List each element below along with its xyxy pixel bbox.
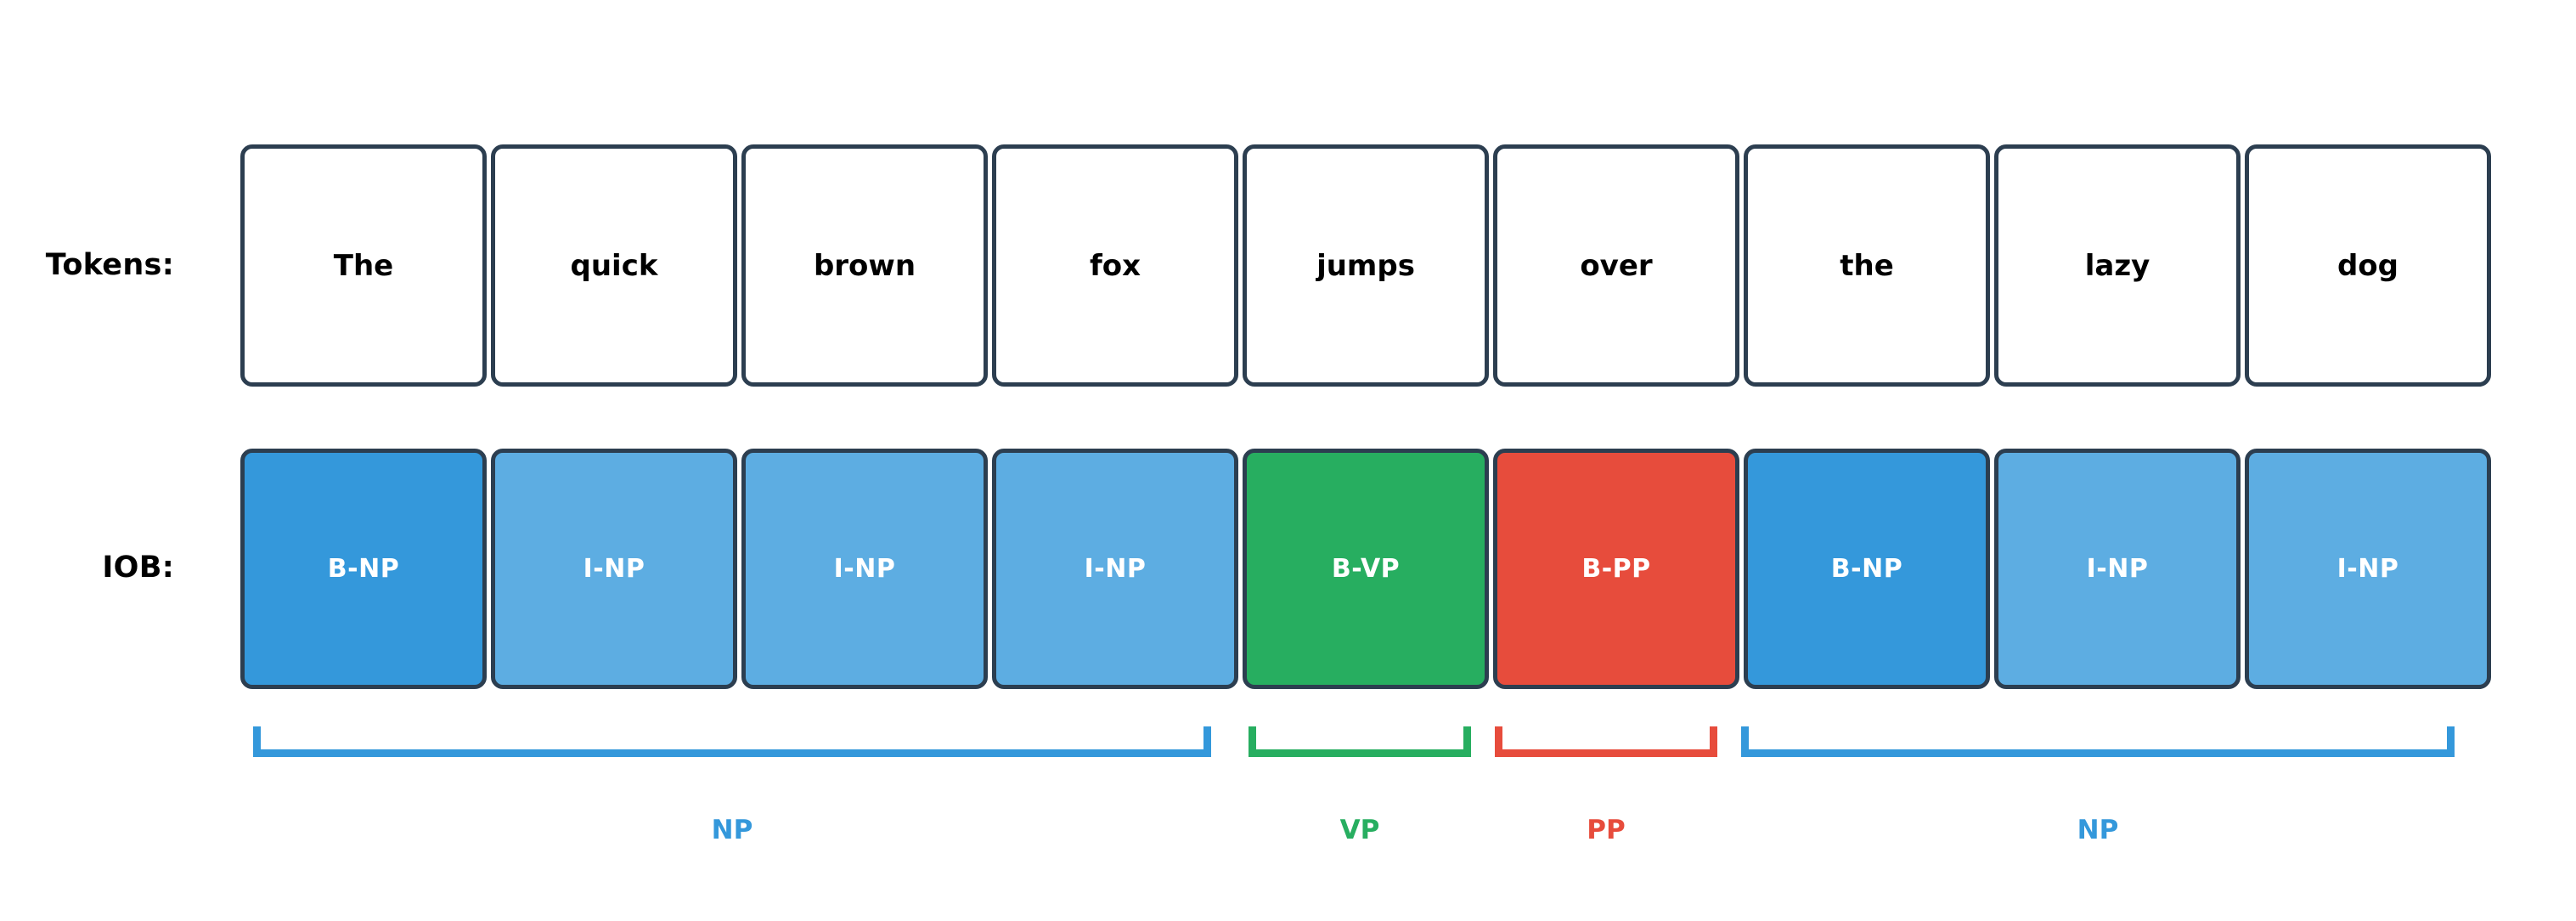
token-cell[interactable]: fox — [992, 144, 1238, 387]
chunk-label: NP — [711, 815, 753, 845]
tokens-row-label: Tokens: — [45, 248, 174, 282]
chunk-bracket — [1249, 726, 1471, 757]
token-cell[interactable]: quick — [491, 144, 737, 387]
chunk-label: NP — [2077, 815, 2119, 845]
token-cell[interactable]: over — [1493, 144, 1739, 387]
chunk-bracket — [253, 726, 1211, 757]
token-cell[interactable]: The — [240, 144, 487, 387]
iob-tag-cell[interactable]: I-NP — [491, 449, 737, 689]
token-cell[interactable]: dog — [2245, 144, 2491, 387]
iob-tag-cell[interactable]: B-PP — [1493, 449, 1739, 689]
iob-tag-cell[interactable]: I-NP — [741, 449, 988, 689]
chunk-label: PP — [1587, 815, 1626, 845]
chunk-bracket — [1495, 726, 1717, 757]
iob-tag-cell[interactable]: B-NP — [240, 449, 487, 689]
iob-tag-cell[interactable]: I-NP — [2245, 449, 2491, 689]
token-cell[interactable]: lazy — [1994, 144, 2241, 387]
token-cell[interactable]: jumps — [1243, 144, 1489, 387]
chunk-bracket — [1741, 726, 2455, 757]
iob-tag-cell[interactable]: B-NP — [1744, 449, 1990, 689]
token-cell[interactable]: the — [1744, 144, 1990, 387]
iob-tag-cell[interactable]: I-NP — [1994, 449, 2241, 689]
iob-tag-cell[interactable]: I-NP — [992, 449, 1238, 689]
iob-row-label: IOB: — [102, 551, 174, 585]
token-cell[interactable]: brown — [741, 144, 988, 387]
iob-tag-cell[interactable]: B-VP — [1243, 449, 1489, 689]
chunk-label: VP — [1339, 815, 1380, 845]
